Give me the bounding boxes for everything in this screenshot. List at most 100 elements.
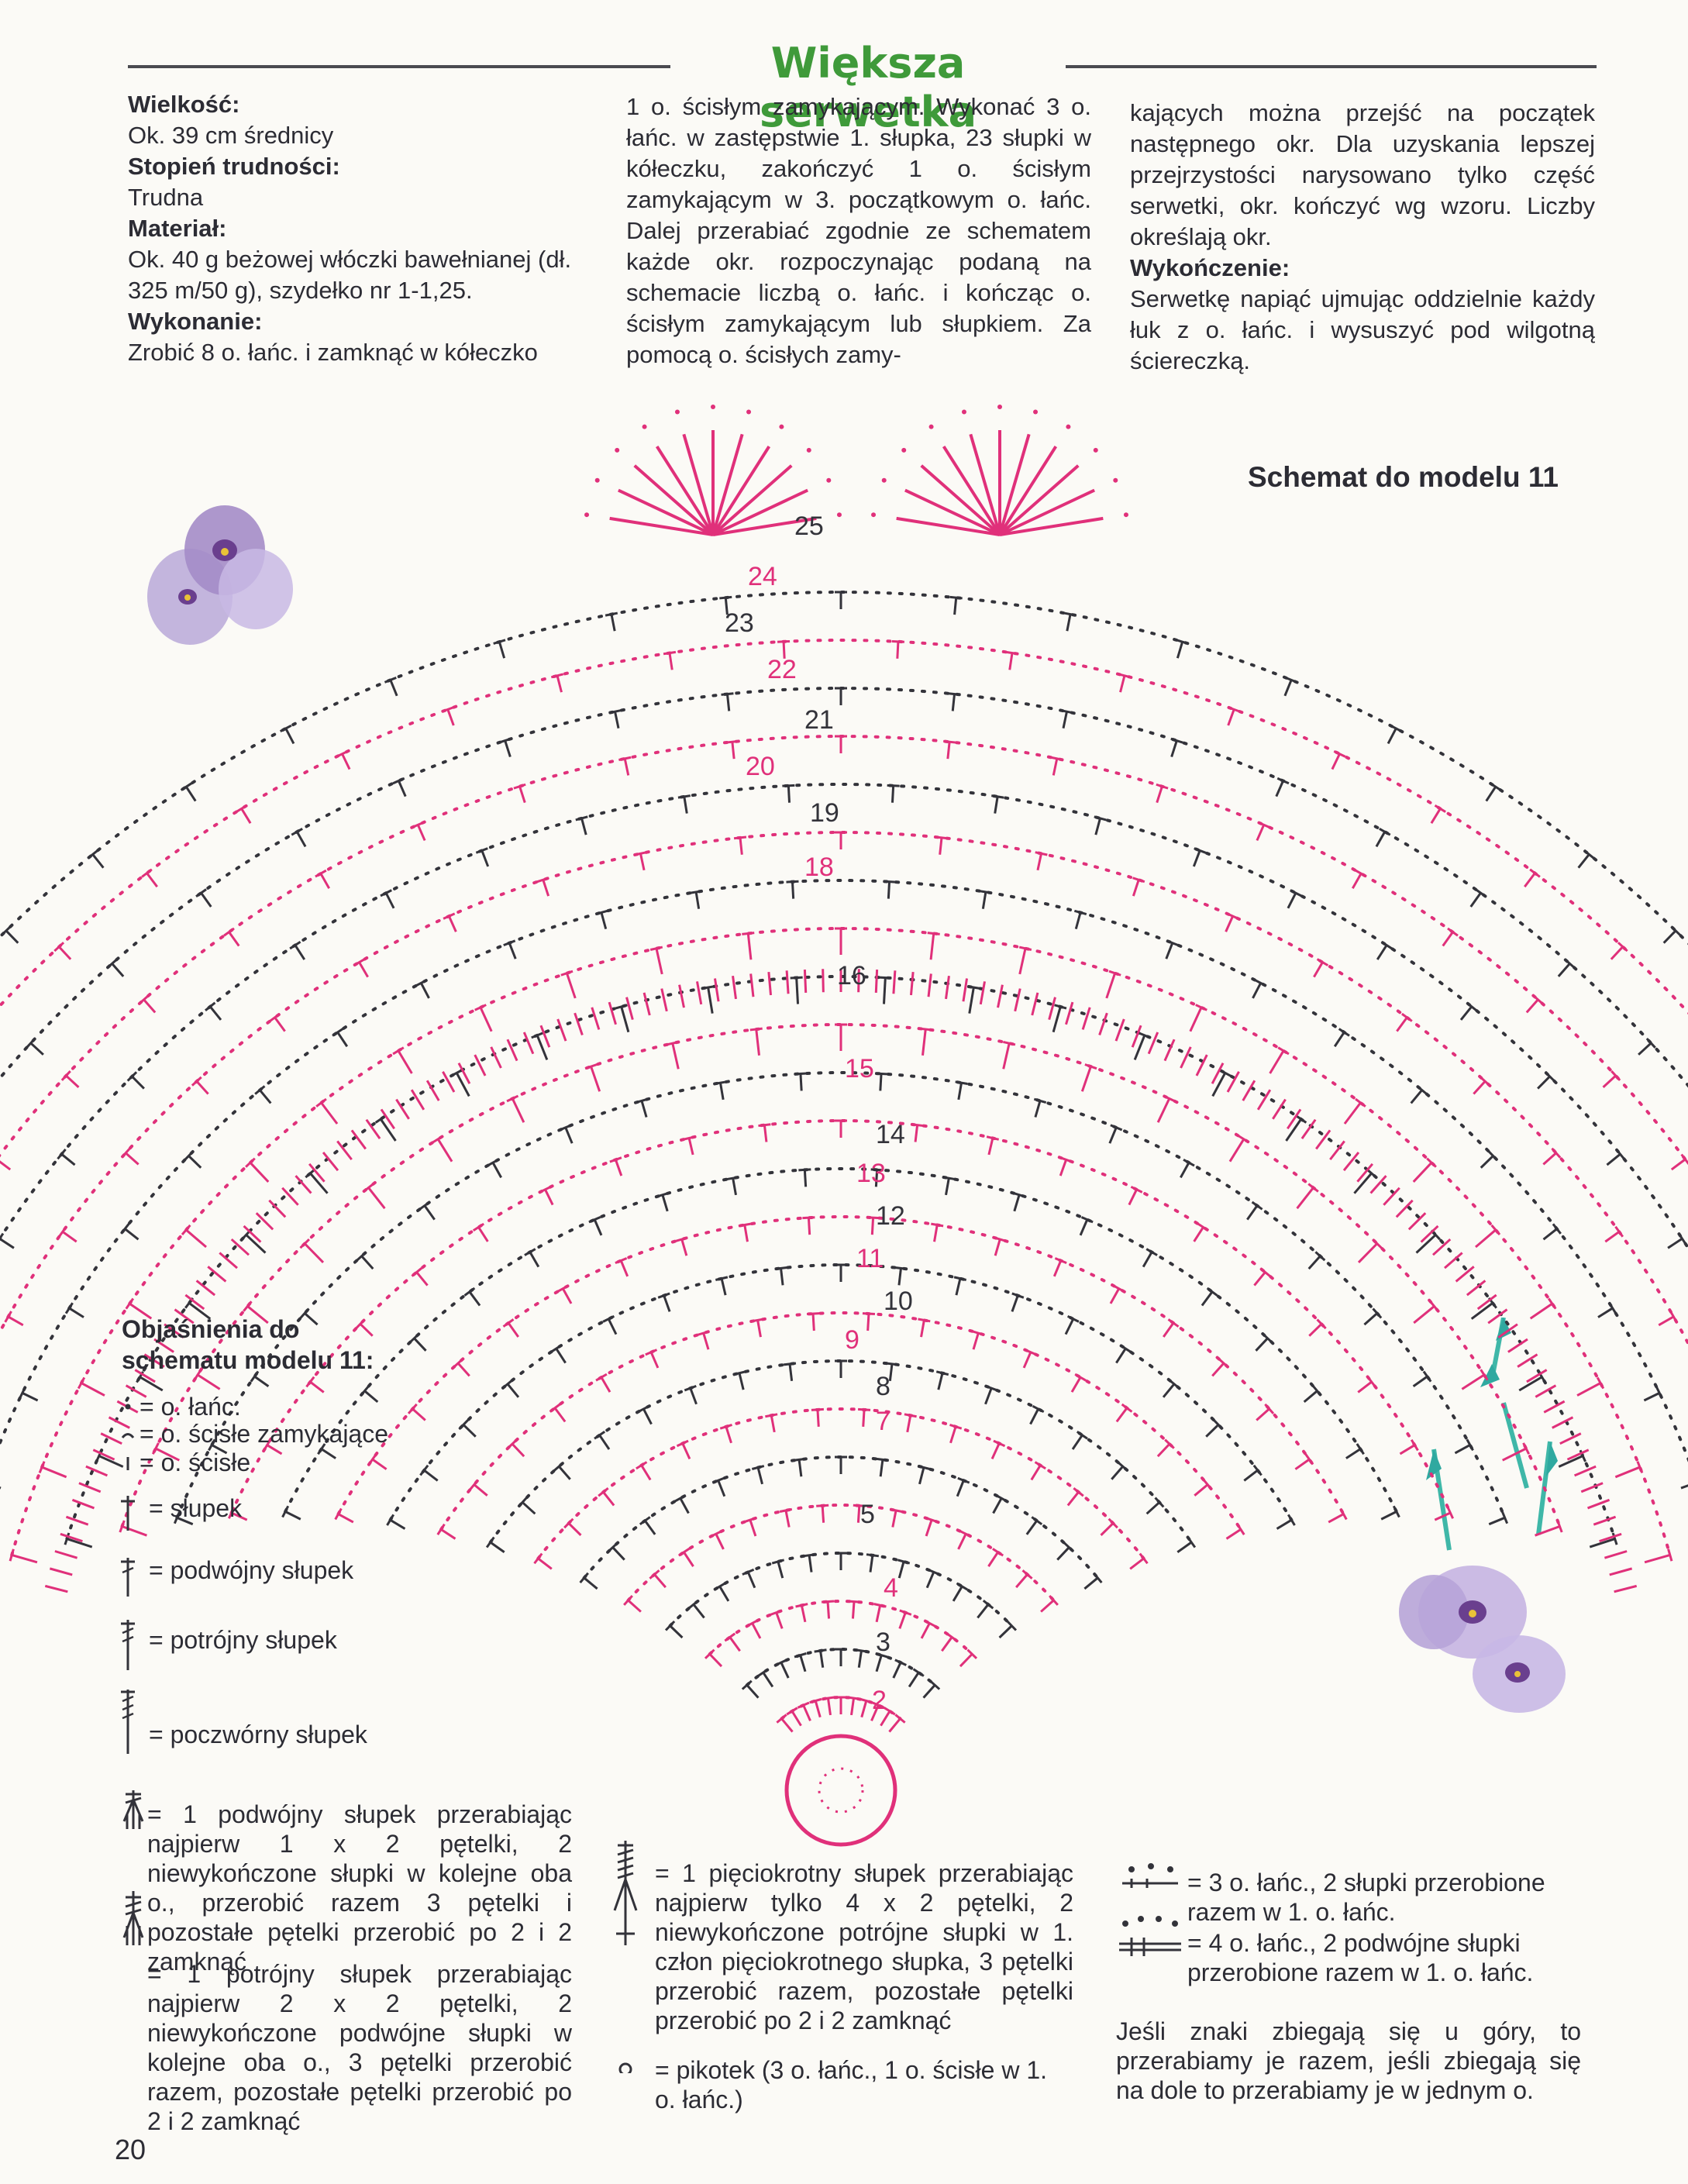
stitch-crossbar bbox=[195, 888, 207, 897]
stitch-crossbar bbox=[1316, 958, 1329, 966]
stitch-crossbar bbox=[777, 639, 791, 643]
round-label-23: 23 bbox=[725, 608, 754, 638]
round-label-2: 2 bbox=[872, 1686, 887, 1715]
band-stitch bbox=[1256, 1089, 1272, 1111]
stitch-crossbar bbox=[765, 1413, 778, 1418]
stitch-mark bbox=[802, 1704, 811, 1721]
stitch-mark bbox=[784, 1510, 791, 1528]
stitch-crossbar bbox=[595, 1373, 608, 1382]
stitch-mark bbox=[1480, 1155, 1494, 1169]
band-stitch bbox=[1599, 1532, 1622, 1543]
stitch-crossbar bbox=[334, 1507, 343, 1521]
band-stitch bbox=[785, 970, 790, 994]
slip-stitch-icon bbox=[121, 1433, 135, 1438]
stitch-mark bbox=[799, 1655, 807, 1672]
stitch-mark bbox=[972, 1332, 980, 1350]
stitch-crossbar bbox=[674, 1494, 687, 1503]
stitch-crossbar bbox=[649, 946, 663, 951]
stitch-mark bbox=[1363, 1312, 1378, 1326]
round-arc-24 bbox=[0, 591, 1688, 946]
header-rule-right bbox=[1066, 65, 1597, 68]
stitch-crossbar bbox=[579, 1572, 589, 1584]
stitch-crossbar bbox=[873, 1603, 887, 1608]
top-fan-2-stitch bbox=[999, 488, 1096, 536]
stitch-mark bbox=[389, 679, 398, 697]
band-stitch bbox=[1593, 1515, 1617, 1526]
round-arc-13 bbox=[229, 1119, 1452, 1514]
stitch-crossbar bbox=[506, 1094, 519, 1103]
stitch-mark bbox=[1525, 998, 1539, 1014]
stitch-mark bbox=[320, 1101, 339, 1125]
stitch-crossbar bbox=[635, 1097, 649, 1104]
top-fan-picot bbox=[901, 447, 907, 453]
stitch-crossbar bbox=[450, 1069, 463, 1077]
stitch-crossbar bbox=[742, 1568, 755, 1576]
stitch-crossbar bbox=[949, 595, 963, 600]
stitch-crossbar bbox=[356, 1251, 367, 1262]
stitch-mark bbox=[1473, 1080, 1486, 1095]
stitch-mark bbox=[725, 694, 731, 711]
stitch-mark bbox=[309, 1172, 329, 1194]
stitch-crossbar bbox=[550, 1344, 563, 1353]
stitch-mark bbox=[29, 1042, 44, 1056]
stitch-crossbar bbox=[386, 1514, 394, 1526]
stitch-mark bbox=[1535, 1525, 1560, 1537]
stitch-mark bbox=[398, 780, 407, 797]
stitch-crossbar bbox=[904, 1413, 917, 1418]
stitch-mark bbox=[874, 1170, 879, 1187]
stitch-crossbar bbox=[993, 1439, 1006, 1448]
stitch-mark bbox=[60, 1152, 76, 1166]
band-stitch bbox=[1242, 1080, 1256, 1101]
stitch-mark bbox=[0, 1486, 2, 1490]
stitch-crossbar bbox=[1, 925, 12, 936]
band-stitch bbox=[230, 1238, 250, 1256]
stitch-crossbar bbox=[1059, 1156, 1073, 1163]
stitch-mark bbox=[143, 998, 157, 1014]
quadruple-treble-icon bbox=[121, 1690, 135, 1754]
band-stitch bbox=[1300, 1118, 1317, 1140]
stitch-crossbar bbox=[684, 1384, 697, 1392]
stitch-crossbar bbox=[493, 639, 506, 645]
stitch-mark bbox=[1165, 942, 1174, 959]
stitch-mark bbox=[295, 831, 307, 848]
stitch-mark bbox=[1667, 1237, 1683, 1249]
band-stitch bbox=[336, 1140, 353, 1161]
stitch-mark bbox=[639, 853, 646, 871]
stitch-crossbar bbox=[774, 1266, 787, 1270]
stitch-mark bbox=[1576, 1382, 1601, 1397]
stitch-mark bbox=[412, 1407, 426, 1421]
stitch-mark bbox=[481, 849, 490, 867]
stitch-crossbar bbox=[1166, 939, 1179, 947]
stitch-crossbar bbox=[1257, 821, 1270, 828]
stitch-crossbar bbox=[1080, 1216, 1094, 1224]
stitch-crossbar bbox=[889, 1507, 903, 1513]
stitch-mark bbox=[968, 987, 975, 1014]
stitch-mark bbox=[1557, 963, 1571, 977]
stitch-crossbar bbox=[1156, 783, 1169, 790]
stitch-mark bbox=[702, 1332, 710, 1350]
stitch-crossbar bbox=[1054, 1004, 1067, 1010]
stitch-mark bbox=[896, 641, 900, 659]
band-stitch bbox=[1559, 1432, 1582, 1445]
stitch-crossbar bbox=[943, 739, 956, 744]
stitch-crossbar bbox=[899, 1609, 912, 1616]
top-fan-2-stitch bbox=[998, 464, 1080, 536]
stitch-crossbar bbox=[885, 1362, 899, 1366]
stitch-mark bbox=[1415, 1234, 1437, 1254]
legend-double-crochet: = słupek bbox=[149, 1494, 243, 1522]
stitch-crossbar bbox=[9, 1548, 15, 1562]
stitch-mark bbox=[1256, 824, 1266, 842]
band-stitch bbox=[44, 1584, 68, 1593]
stitch-mark bbox=[553, 1407, 567, 1423]
stitch-mark bbox=[746, 1571, 756, 1589]
stitch-mark bbox=[522, 1501, 536, 1515]
stitch-crossbar bbox=[503, 939, 516, 947]
stitch-mark bbox=[124, 1228, 140, 1241]
stitch-crossbar bbox=[657, 1292, 670, 1299]
stitch-crossbar bbox=[618, 756, 632, 761]
stitch-mark bbox=[413, 1337, 427, 1352]
stitch-crossbar bbox=[279, 724, 292, 732]
band-stitch bbox=[997, 984, 1004, 1008]
stitch-mark bbox=[1644, 1554, 1671, 1564]
stitch-crossbar bbox=[1138, 1032, 1151, 1039]
